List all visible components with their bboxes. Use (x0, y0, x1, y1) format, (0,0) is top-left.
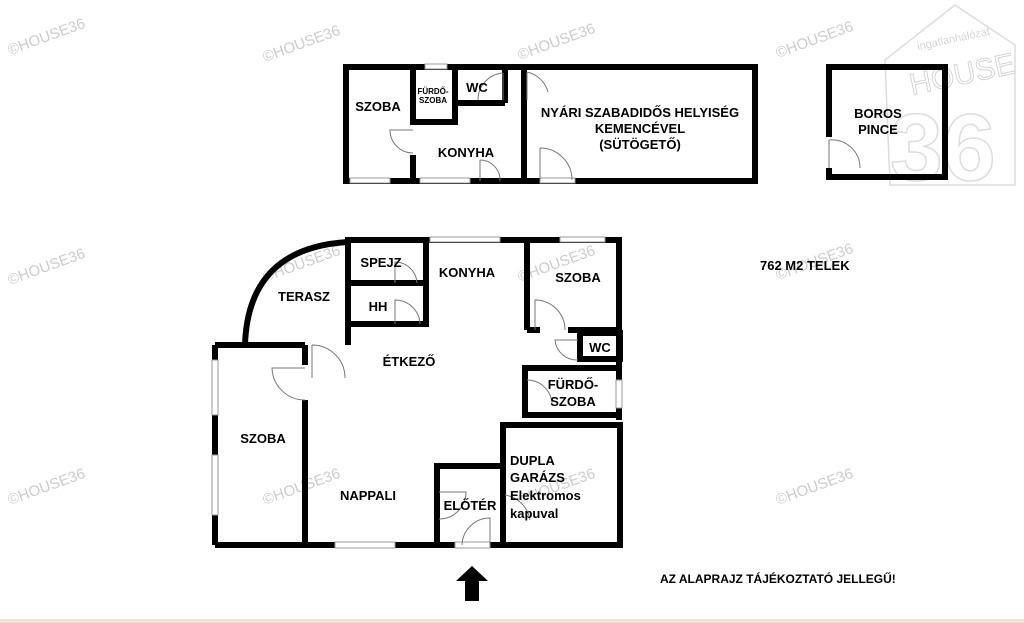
room-nyari-line2: KEMENCÉVEL (595, 121, 685, 136)
room-furdo-line1: FÜRDŐ- (548, 377, 599, 392)
plot-size: 762 M2 TELEK (760, 258, 850, 273)
cellar: BOROS PINCE (826, 64, 948, 180)
entrance-arrow-icon (456, 566, 488, 601)
watermark: ©HOUSE36 (774, 18, 856, 62)
bottom-border (0, 619, 1024, 623)
disclaimer: AZ ALAPRAJZ TÁJÉKOZTATÓ JELLEGŰ! (660, 571, 896, 586)
room-nyari-line1: NYÁRI SZABADIDŐS HELYISÉG (541, 105, 739, 120)
room-furdo-line1: FÜRDŐ- (417, 87, 448, 96)
room-etkezo: ÉTKEZŐ (383, 354, 436, 369)
room-szoba: SZOBA (355, 99, 401, 114)
watermark: ©HOUSE36 (6, 15, 88, 59)
room-konyha: KONYHA (438, 145, 495, 160)
room-furdo-line2: SZOBA (419, 96, 447, 105)
house36-logo: ingatlanhálózat HOUSE 36 (884, 4, 1018, 202)
room-furdo-line2: SZOBA (550, 394, 596, 409)
outbuilding: SZOBA FÜRDŐ- SZOBA WC KONYHA NYÁRI SZABA… (343, 63, 758, 184)
room-konyha: KONYHA (439, 265, 496, 280)
room-wc: WC (589, 340, 611, 355)
watermark: ©HOUSE36 (516, 20, 598, 64)
watermark: ©HOUSE36 (774, 465, 856, 509)
garage-line3: Elektromos (510, 488, 581, 503)
room-szoba-right: SZOBA (555, 270, 601, 285)
room-spejz: SPEJZ (360, 255, 401, 270)
cellar-line1: BOROS (854, 106, 902, 121)
main-house: SPEJZ KONYHA SZOBA TERASZ HH WC ÉTKEZŐ F… (211, 236, 623, 549)
cellar-line2: PINCE (858, 122, 898, 137)
logo-text: ingatlanhálózat (916, 26, 991, 53)
logo-house: HOUSE (907, 47, 1018, 101)
watermark: ©HOUSE36 (261, 22, 343, 66)
room-eloter: ELŐTÉR (444, 498, 497, 513)
room-szoba-left: SZOBA (240, 431, 286, 446)
room-nyari-line3: (SÜTÖGETŐ) (599, 137, 681, 152)
garage-line1: DUPLA (510, 453, 555, 468)
room-nappali: NAPPALI (340, 488, 396, 503)
room-wc: WC (466, 80, 488, 95)
watermark: ©HOUSE36 (6, 245, 88, 289)
garage-line2: GARÁZS (510, 470, 565, 485)
watermark: ©HOUSE36 (261, 465, 343, 509)
watermark: ©HOUSE36 (6, 465, 88, 509)
room-hh: HH (369, 299, 388, 314)
garage-line4: kapuval (510, 506, 558, 521)
room-terasz: TERASZ (278, 289, 330, 304)
